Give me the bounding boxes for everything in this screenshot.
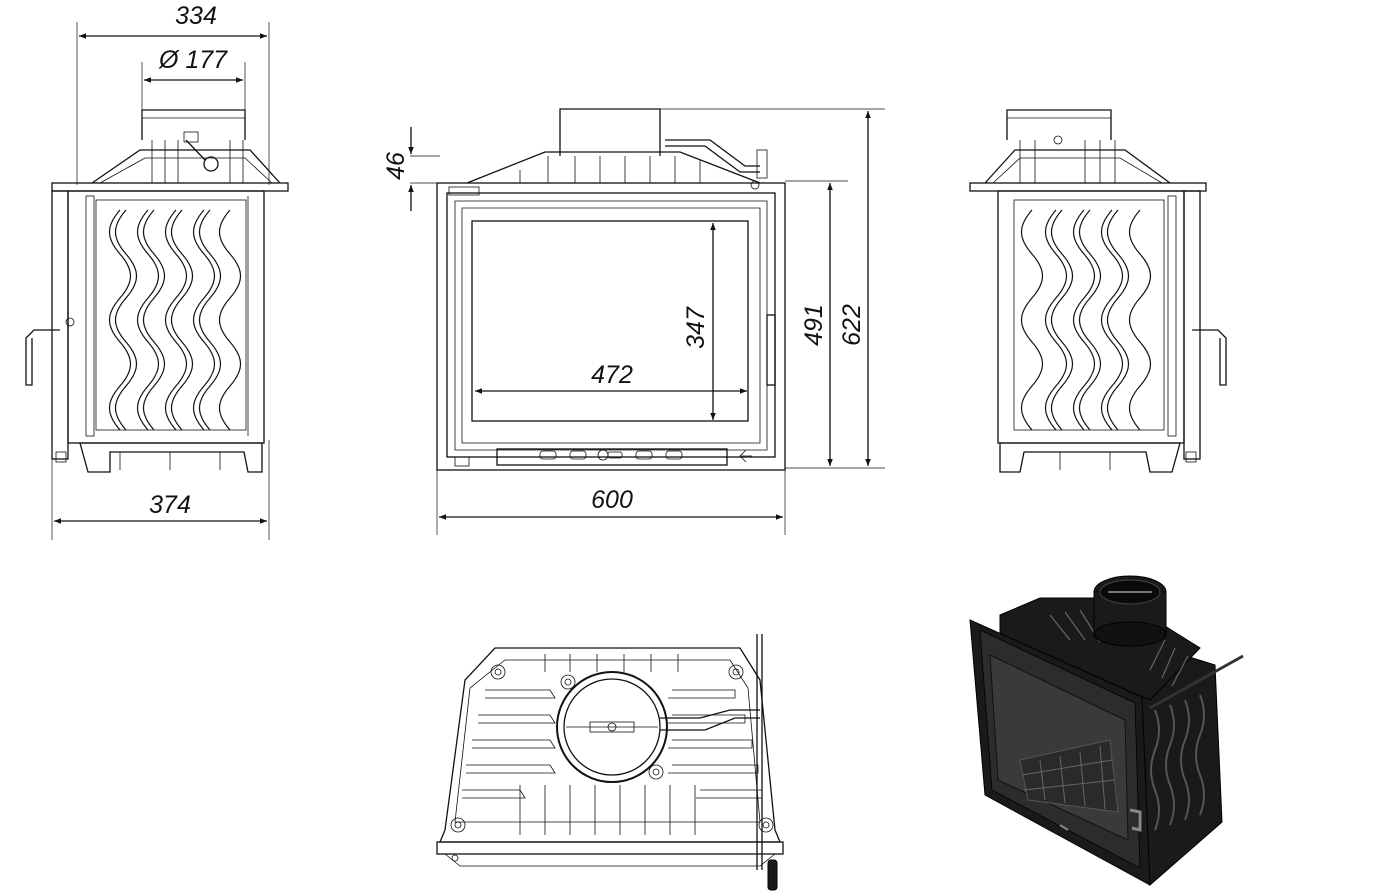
dim-label-334: 334 (175, 2, 217, 30)
dim-label-374: 374 (149, 491, 191, 519)
right-side-view (969, 109, 1227, 473)
dim-label-491: 491 (800, 304, 828, 346)
right-rib-waves (1020, 209, 1152, 431)
3d-door-handle (1129, 808, 1142, 832)
side-base (79, 442, 263, 473)
top-flange (51, 182, 289, 192)
damper-knob (203, 156, 219, 172)
damper-rod (665, 139, 760, 167)
flue-collar (141, 109, 246, 140)
dim-label-622: 622 (838, 304, 866, 346)
right-door-handle (1192, 329, 1227, 386)
front-frame (436, 182, 786, 471)
left-side-view: 334 Ø 177 374 (25, 2, 289, 540)
front-door-handle (766, 314, 776, 386)
3d-side-waves (1150, 694, 1205, 831)
side-rib-waves (108, 209, 242, 431)
glass-window (471, 220, 749, 422)
door-handle (25, 329, 60, 386)
dim-label-600: 600 (591, 486, 633, 514)
top-view-flue-collar (556, 671, 668, 783)
right-door-frame (1183, 190, 1201, 460)
dim-label-177: Ø 177 (158, 46, 228, 74)
front-flue-collar (559, 108, 661, 156)
right-base (999, 442, 1181, 473)
top-view-body (439, 647, 781, 843)
damper-rod-knob (767, 859, 778, 891)
top-view-front-flange (436, 841, 784, 855)
top-hood (91, 149, 281, 184)
dim-label-347: 347 (682, 306, 710, 349)
air-control-strip (496, 448, 728, 466)
dim-label-472: 472 (591, 361, 633, 389)
top-view (436, 634, 784, 891)
dim-label-46: 46 (382, 152, 410, 180)
right-hood (984, 149, 1171, 184)
right-side-body (997, 190, 1185, 444)
isometric-3d-view (969, 575, 1244, 887)
right-top-flange (969, 182, 1207, 192)
front-hood (466, 151, 761, 184)
right-flue-collar (1006, 109, 1112, 140)
3d-damper-rod (1149, 654, 1244, 710)
front-view: 46 347 472 491 622 600 (382, 108, 885, 535)
door-frame (51, 190, 69, 460)
